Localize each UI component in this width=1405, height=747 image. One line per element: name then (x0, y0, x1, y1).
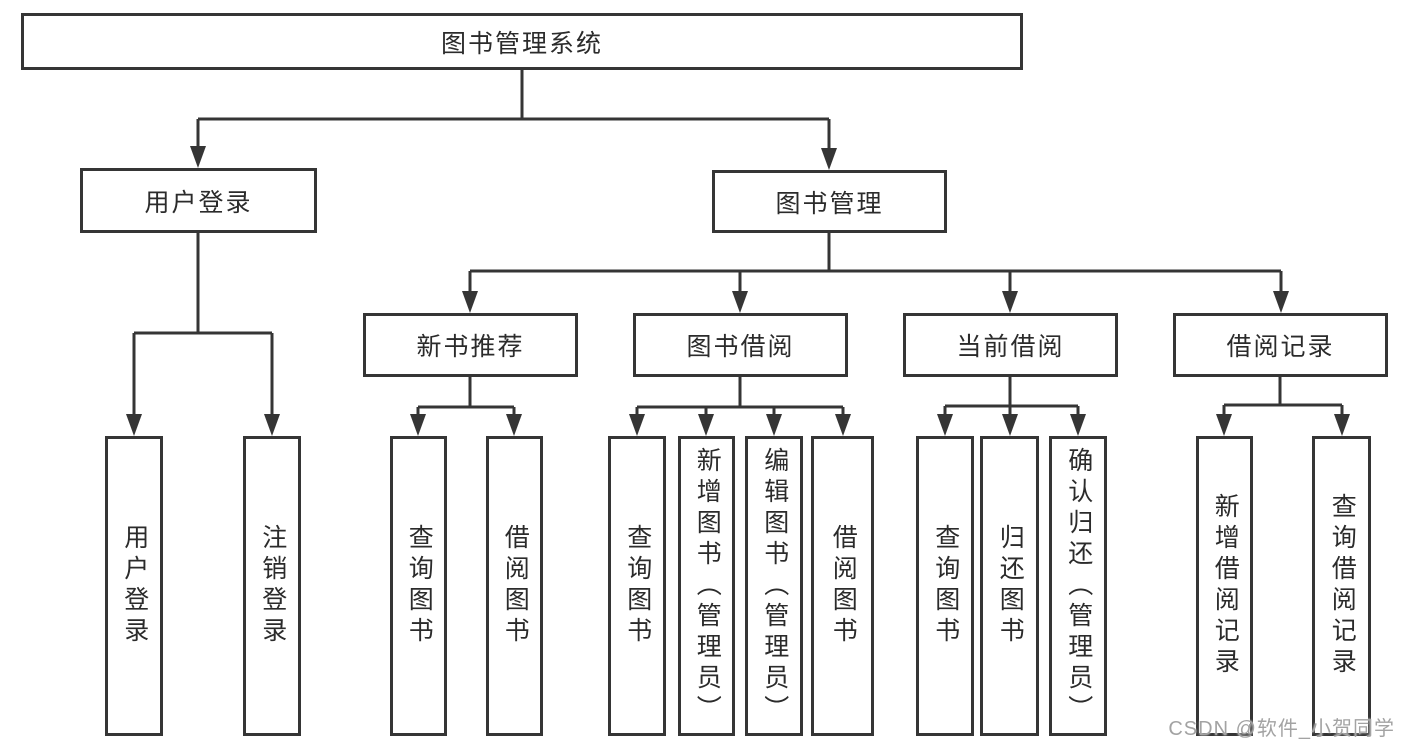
node-new-book-recommend-label: 新书推荐 (416, 333, 525, 361)
node-borrow-records: 借阅记录 (1173, 313, 1388, 377)
leaf-user-login-label: 用户登录 (120, 524, 149, 648)
leaf-new-books-query: 查询图书 (390, 436, 447, 736)
node-current-borrow-label: 当前借阅 (956, 333, 1065, 361)
leaf-current-query: 查询图书 (916, 436, 974, 736)
leaf-logout: 注销登录 (243, 436, 301, 736)
leaf-borrow-edit-admin-label: 编辑图书（管理员） (760, 446, 789, 726)
leaf-new-books-borrow-label: 借阅图书 (501, 524, 530, 648)
node-book-borrow-label: 图书借阅 (686, 333, 795, 361)
node-book-management: 图书管理 (712, 170, 947, 233)
leaf-current-confirm-return-admin-label: 确认归还（管理员） (1064, 446, 1093, 726)
leaf-borrow-query-label: 查询图书 (623, 524, 652, 648)
node-book-management-label: 图书管理 (775, 189, 884, 218)
leaf-borrow-query: 查询图书 (608, 436, 666, 736)
node-root: 图书管理系统 (21, 13, 1023, 70)
leaf-records-add: 新增借阅记录 (1196, 436, 1253, 736)
node-new-book-recommend: 新书推荐 (363, 313, 578, 377)
leaf-records-query-label: 查询借阅记录 (1328, 493, 1357, 679)
node-user-login: 用户登录 (80, 168, 317, 233)
leaf-current-return: 归还图书 (980, 436, 1039, 736)
node-current-borrow: 当前借阅 (903, 313, 1118, 377)
leaf-new-books-query-label: 查询图书 (405, 524, 434, 648)
leaf-borrow-borrow-label: 借阅图书 (829, 524, 858, 648)
leaf-borrow-borrow: 借阅图书 (811, 436, 874, 736)
leaf-borrow-add-admin-label: 新增图书（管理员） (693, 446, 722, 726)
watermark: CSDN @软件_小贺同学 (1168, 718, 1395, 740)
leaf-logout-label: 注销登录 (258, 524, 287, 648)
leaf-borrow-add-admin: 新增图书（管理员） (678, 436, 735, 736)
node-book-borrow: 图书借阅 (633, 313, 848, 377)
leaf-new-books-borrow: 借阅图书 (486, 436, 543, 736)
leaf-records-query: 查询借阅记录 (1312, 436, 1371, 736)
node-root-label: 图书管理系统 (440, 29, 603, 58)
leaf-current-confirm-return-admin: 确认归还（管理员） (1049, 436, 1107, 736)
leaf-current-query-label: 查询图书 (931, 524, 960, 648)
leaf-current-return-label: 归还图书 (996, 524, 1025, 648)
node-borrow-records-label: 借阅记录 (1226, 333, 1335, 361)
node-user-login-label: 用户登录 (144, 188, 253, 217)
leaf-borrow-edit-admin: 编辑图书（管理员） (745, 436, 803, 736)
leaf-records-add-label: 新增借阅记录 (1211, 493, 1240, 679)
leaf-user-login: 用户登录 (105, 436, 163, 736)
